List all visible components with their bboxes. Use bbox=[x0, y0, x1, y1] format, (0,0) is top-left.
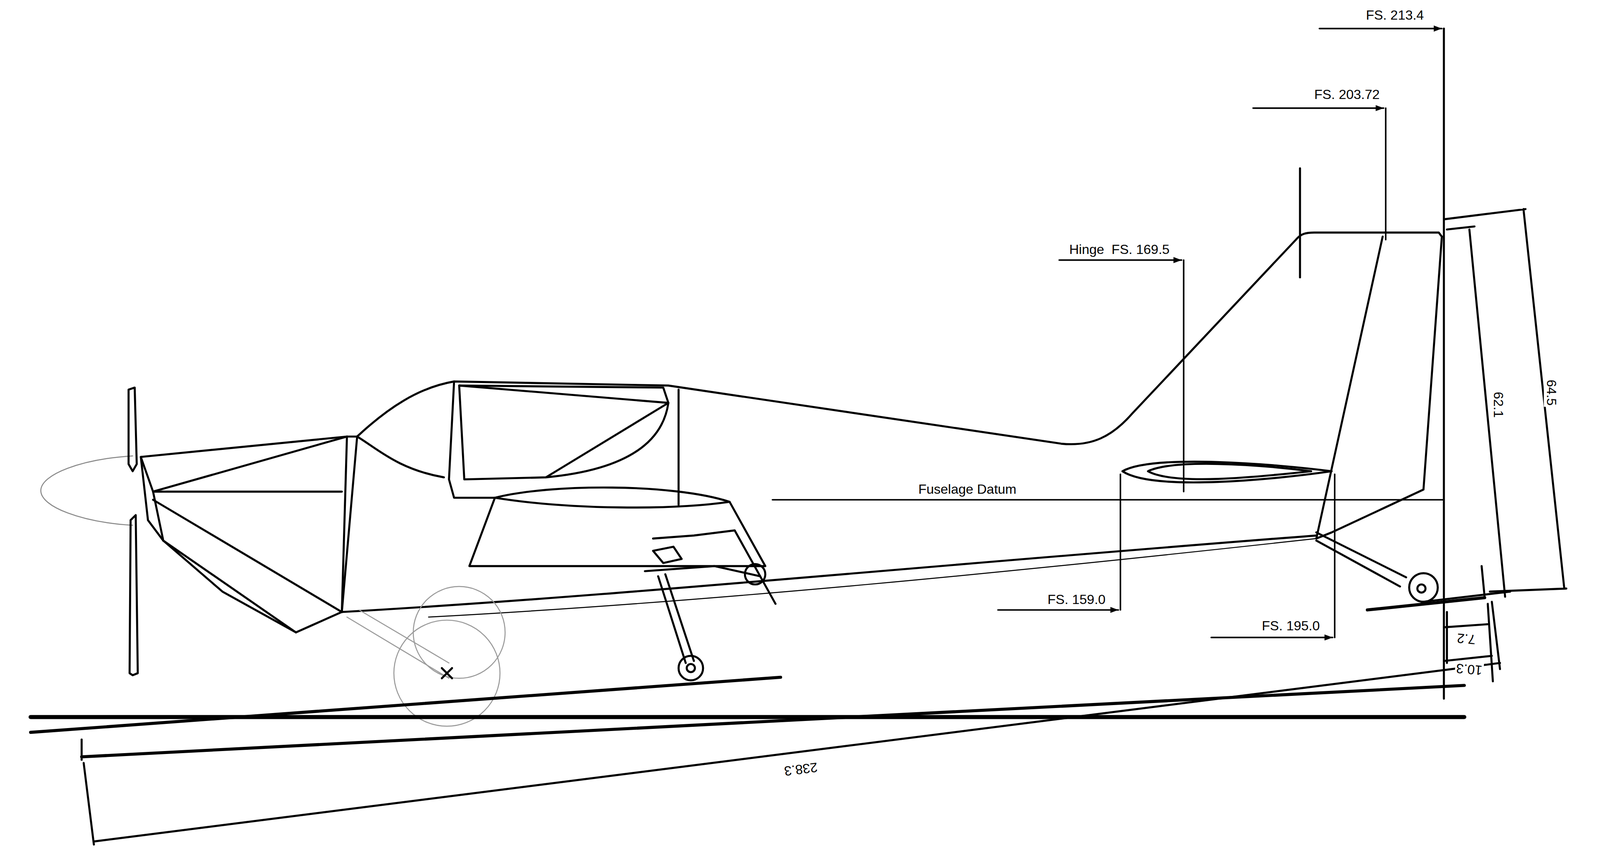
dimension-label: 64.5 bbox=[1543, 378, 1559, 407]
dimension-label: 7.2 bbox=[1455, 630, 1478, 647]
dimension-label: 238.3 bbox=[782, 759, 821, 779]
dimension-label: 10.3 bbox=[1454, 660, 1485, 678]
dimension-label: 62.1 bbox=[1490, 390, 1506, 420]
dimension-label: Hinge FS. 169.5 bbox=[1067, 242, 1171, 258]
dimension-label: FS. 159.0 bbox=[1046, 592, 1108, 607]
dimension-label: FS. 213.4 bbox=[1364, 7, 1426, 23]
dimension-label: FS. 203.72 bbox=[1313, 87, 1382, 102]
dimension-label: Fuselage Datum bbox=[916, 482, 1018, 497]
dimension-label: FS. 195.0 bbox=[1260, 619, 1322, 634]
